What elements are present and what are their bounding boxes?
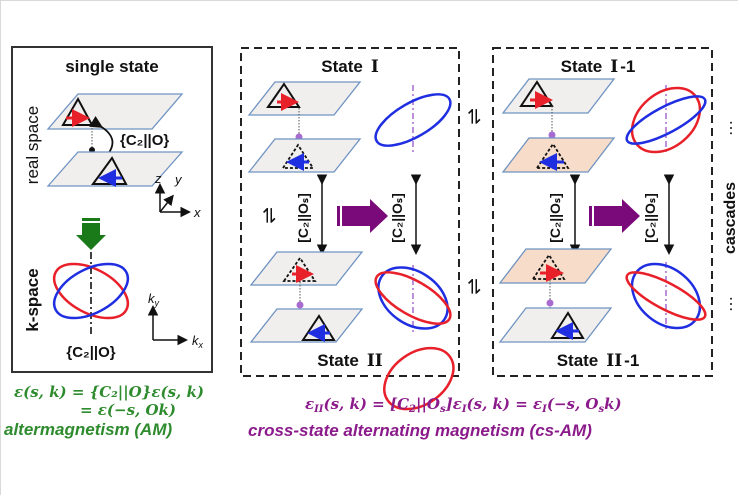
real-space-axes: z y x [154,171,201,220]
state-I-plane-top [247,81,362,116]
state-II-band-up [374,271,452,325]
spin-up-band [52,262,130,320]
axis-y-label: y [174,172,183,187]
state-I-1-plane-bottom [501,137,616,173]
purple-transform-arrow-1 [337,199,388,233]
real-space-label: real space [23,106,42,184]
single-state-panel: single state real space k-space {C₂||O} … [11,46,213,373]
operation-label-right: [C₂||Oₛ] [389,193,405,243]
cascades-label: cascades [722,182,739,254]
lattice-plane-bottom [46,151,184,187]
state-box-2-border [492,47,713,377]
am-caption: altermagnetism (AM) [4,420,172,439]
single-state-box [11,46,213,373]
operation-label-right-2: [C₂||Oₛ] [642,193,658,243]
k-space-axes: ky kx [147,291,204,350]
axis-x-label: x [193,205,201,220]
spin-down-band [52,262,130,320]
ellipsis-bottom: ⋯ [722,296,739,312]
k-space-operation-label: {C₂||O} [66,344,115,361]
equilibrium-symbol-top: ⇌ [463,108,485,125]
ellipsis-top: ⋯ [722,120,739,136]
state-II-1-plane-bottom [498,307,613,343]
real-space-operation-label: {C₂||O} [120,132,169,149]
operation-label-left: [C₂||Oₛ] [295,193,311,243]
axis-z-label: z [154,171,162,186]
state-II-plane-bottom [249,308,364,343]
lattice-plane-top [46,93,184,130]
k-space-label: k-space [23,268,42,331]
state-I-triangle-bottom-dashed [281,143,315,169]
state-II-center [296,301,304,309]
svg-text:kx: kx [192,333,204,350]
am-equation-line1: ε(s, k) = {C₂||O}ε(s, k) [14,383,204,401]
state-I-plane-bottom [247,138,362,173]
operation-label-left-2: [C₂||Oₛ] [547,193,563,243]
state-I-band-down [374,93,452,147]
am-equation-line2: = ε(−s, Ok) [80,401,176,419]
transform-arrow-green [76,218,106,250]
axis-kx-label: k [192,333,200,348]
state-II-band-down [377,266,449,330]
equilibrium-symbol-box1: ⇌ [258,207,280,224]
purple-transform-arrow-2 [589,199,640,233]
state-I-1-plane-top [501,78,616,114]
state-I-band-up [383,346,455,411]
state-box-1-border [240,47,460,377]
cs-am-caption: cross-state alternating magnetism (cs-AM… [248,421,592,440]
svg-text:ky: ky [148,291,160,308]
axis-ky-label: k [148,291,156,306]
equilibrium-symbol-bottom: ⇌ [463,278,485,295]
single-state-title: single state [65,57,159,76]
cs-am-equation: εII(s, k) = [C2||Os]εI(s, k) = εI(−s, Os… [305,395,622,415]
rotation-arrow [89,115,114,155]
